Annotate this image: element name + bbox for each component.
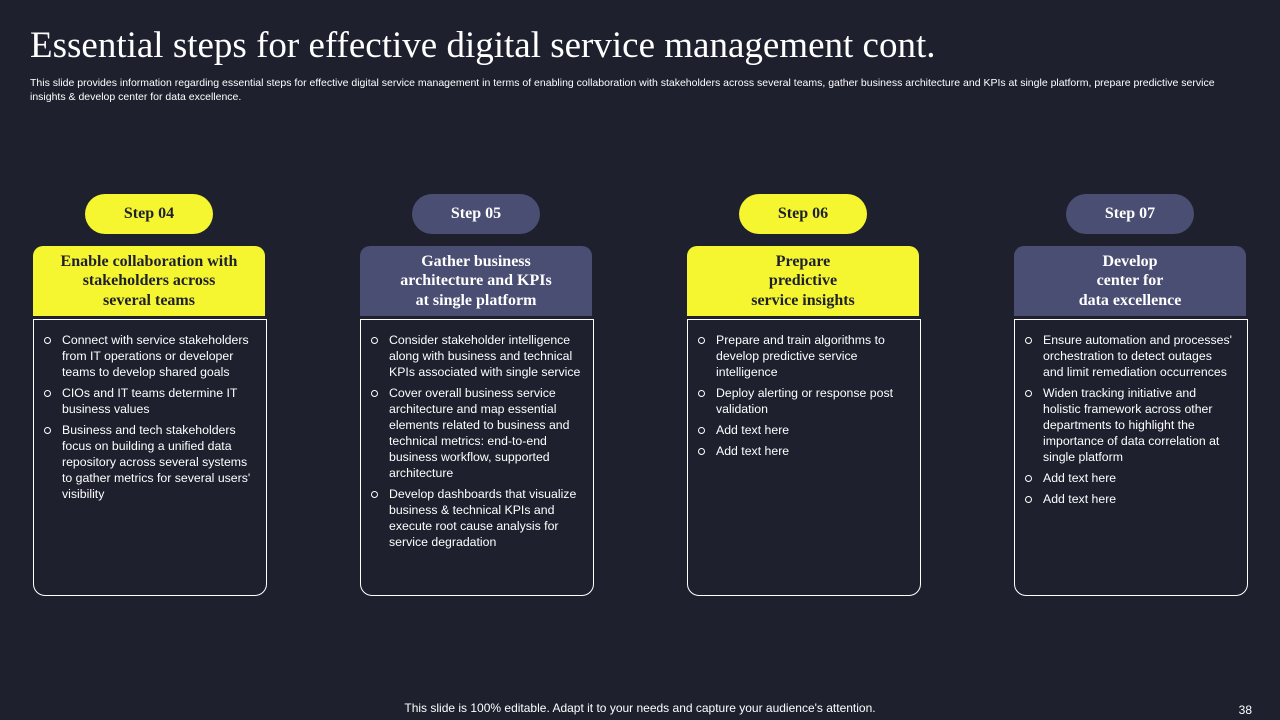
circle-bullet-icon xyxy=(371,337,378,344)
list-item: Business and tech stakeholders focus on … xyxy=(44,422,254,502)
bullet-list: Connect with service stakeholders from I… xyxy=(44,332,254,502)
step-card-05: Step 05 Gather business architecture and… xyxy=(360,194,594,596)
list-item: CIOs and IT teams determine IT business … xyxy=(44,385,254,417)
circle-bullet-icon xyxy=(698,390,705,397)
list-item-text: CIOs and IT teams determine IT business … xyxy=(62,386,238,416)
step-card-06: Step 06 Prepare predictive service insig… xyxy=(687,194,921,596)
list-item: Ensure automation and processes' orchest… xyxy=(1025,332,1235,380)
page-number: 38 xyxy=(1238,703,1252,717)
step-heading-06: Prepare predictive service insights xyxy=(687,246,919,316)
step-heading-line: service insights xyxy=(751,291,855,309)
step-card-07: Step 07 Develop center for data excellen… xyxy=(1014,194,1248,596)
slide-title: Essential steps for effective digital se… xyxy=(30,25,936,66)
step-pill-07: Step 07 xyxy=(1066,194,1194,234)
circle-bullet-icon xyxy=(371,390,378,397)
list-item: Add text here xyxy=(1025,470,1235,486)
step-body-05: Consider stakeholder intelligence along … xyxy=(360,319,594,596)
list-item: Connect with service stakeholders from I… xyxy=(44,332,254,380)
step-heading-line: Enable collaboration with xyxy=(60,252,238,270)
step-heading-07: Develop center for data excellence xyxy=(1014,246,1246,316)
list-item: Consider stakeholder intelligence along … xyxy=(371,332,581,380)
circle-bullet-icon xyxy=(698,427,705,434)
steps-container: Step 04 Enable collaboration with stakeh… xyxy=(0,194,1280,596)
step-heading-line: data excellence xyxy=(1078,291,1182,309)
circle-bullet-icon xyxy=(44,337,51,344)
step-pill-04: Step 04 xyxy=(85,194,213,234)
step-heading-line: Gather business xyxy=(421,252,531,270)
step-card-04: Step 04 Enable collaboration with stakeh… xyxy=(33,194,267,596)
circle-bullet-icon xyxy=(1025,496,1032,503)
step-pill-05: Step 05 xyxy=(412,194,540,234)
step-body-06: Prepare and train algorithms to develop … xyxy=(687,319,921,596)
circle-bullet-icon xyxy=(698,337,705,344)
bullet-list: Ensure automation and processes' orchest… xyxy=(1025,332,1235,507)
step-heading-line: at single platform xyxy=(415,291,537,309)
list-item-text: Deploy alerting or response post validat… xyxy=(716,386,894,416)
step-body-04: Connect with service stakeholders from I… xyxy=(33,319,267,596)
list-item-text: Widen tracking initiative and holistic f… xyxy=(1043,386,1220,464)
list-item-text: Add text here xyxy=(1043,471,1117,485)
step-heading-05: Gather business architecture and KPIs at… xyxy=(360,246,592,316)
step-heading-line: Develop xyxy=(1102,252,1158,270)
list-item-text: Consider stakeholder intelligence along … xyxy=(389,333,581,379)
list-item: Develop dashboards that visualize busine… xyxy=(371,486,581,550)
step-heading-line: Prepare xyxy=(775,252,831,270)
step-heading-line: several teams xyxy=(103,291,195,309)
list-item-text: Develop dashboards that visualize busine… xyxy=(389,487,577,549)
list-item-text: Add text here xyxy=(1043,492,1117,506)
list-item-text: Business and tech stakeholders focus on … xyxy=(62,423,251,501)
step-pill-06: Step 06 xyxy=(739,194,867,234)
list-item: Cover overall business service architect… xyxy=(371,385,581,481)
circle-bullet-icon xyxy=(44,427,51,434)
slide-footer: This slide is 100% editable. Adapt it to… xyxy=(404,701,876,715)
circle-bullet-icon xyxy=(1025,390,1032,397)
list-item: Add text here xyxy=(698,422,908,438)
list-item-text: Connect with service stakeholders from I… xyxy=(62,333,249,379)
list-item-text: Add text here xyxy=(716,444,790,458)
step-body-07: Ensure automation and processes' orchest… xyxy=(1014,319,1248,596)
step-heading-line: center for xyxy=(1096,272,1164,290)
slide-subtitle: This slide provides information regardin… xyxy=(30,77,1215,103)
circle-bullet-icon xyxy=(1025,337,1032,344)
list-item: Prepare and train algorithms to develop … xyxy=(698,332,908,380)
bullet-list: Consider stakeholder intelligence along … xyxy=(371,332,581,550)
list-item: Add text here xyxy=(698,443,908,459)
step-heading-line: predictive xyxy=(768,272,838,290)
bullet-list: Prepare and train algorithms to develop … xyxy=(698,332,908,459)
step-heading-04: Enable collaboration with stakeholders a… xyxy=(33,246,265,316)
list-item-text: Ensure automation and processes' orchest… xyxy=(1043,333,1232,379)
list-item: Deploy alerting or response post validat… xyxy=(698,385,908,417)
list-item: Widen tracking initiative and holistic f… xyxy=(1025,385,1235,465)
step-heading-line: architecture and KPIs xyxy=(400,272,552,290)
circle-bullet-icon xyxy=(1025,475,1032,482)
list-item-text: Prepare and train algorithms to develop … xyxy=(716,333,885,379)
circle-bullet-icon xyxy=(371,491,378,498)
circle-bullet-icon xyxy=(44,390,51,397)
list-item: Add text here xyxy=(1025,491,1235,507)
list-item-text: Cover overall business service architect… xyxy=(389,386,570,480)
circle-bullet-icon xyxy=(698,448,705,455)
list-item-text: Add text here xyxy=(716,423,790,437)
step-heading-line: stakeholders across xyxy=(82,272,216,290)
